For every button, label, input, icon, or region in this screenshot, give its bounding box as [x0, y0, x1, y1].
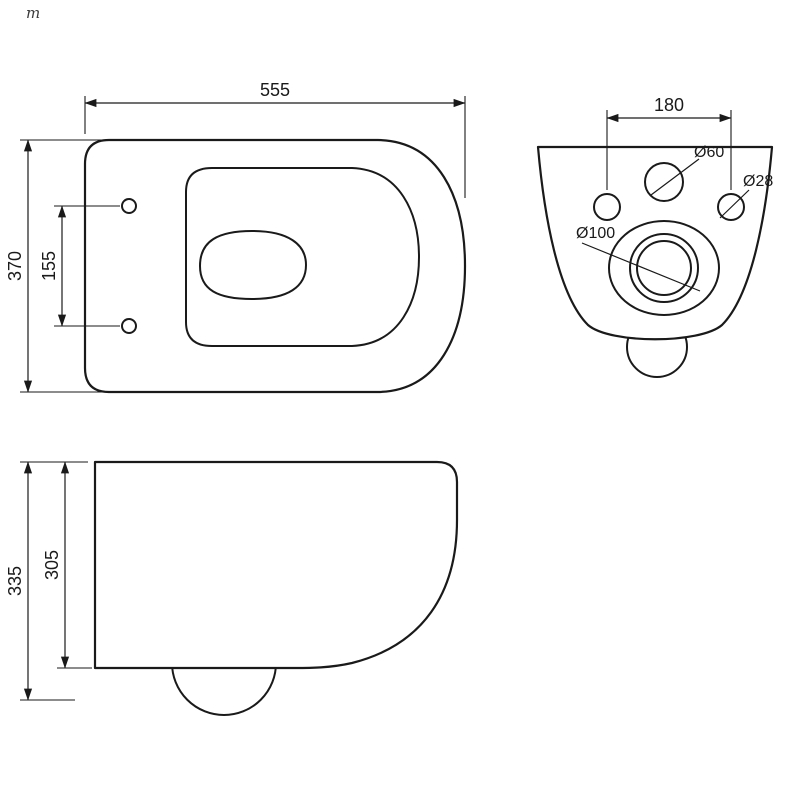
side-view: 335 305 — [5, 460, 459, 716]
top-view-seat-outline — [185, 167, 421, 347]
side-view-outer-outline — [93, 460, 459, 670]
leader-d60 — [650, 158, 700, 196]
dim-555-label: 555 — [260, 80, 290, 100]
drain-ring — [629, 233, 699, 303]
hole-d28-right — [717, 193, 745, 221]
drain-hole-d100 — [636, 240, 692, 296]
dim-155-label: 155 — [39, 251, 59, 281]
leader-d100 — [581, 242, 701, 292]
top-view: 555 370 155 — [5, 80, 467, 394]
label-d28: Ø28 — [743, 173, 773, 190]
back-view: Ø60 Ø28 Ø100 180 — [536, 95, 773, 378]
drain-outer-contour — [608, 220, 720, 316]
watermark-letter: m — [26, 4, 40, 22]
leader-d28 — [719, 189, 750, 219]
top-view-bowl-opening — [198, 229, 308, 301]
mounting-hole-bottom — [121, 318, 137, 334]
dim-370-label: 370 — [5, 251, 25, 281]
hole-d28-left — [593, 193, 621, 221]
hole-d60 — [644, 162, 684, 202]
dim-180-label: 180 — [654, 95, 684, 115]
label-d60: Ø60 — [694, 144, 724, 161]
label-d100: Ø100 — [576, 225, 615, 242]
dim-305-label: 305 — [42, 550, 62, 580]
top-view-outer-outline — [83, 138, 467, 394]
dim-335-label: 335 — [5, 566, 25, 596]
mounting-hole-top — [121, 198, 137, 214]
